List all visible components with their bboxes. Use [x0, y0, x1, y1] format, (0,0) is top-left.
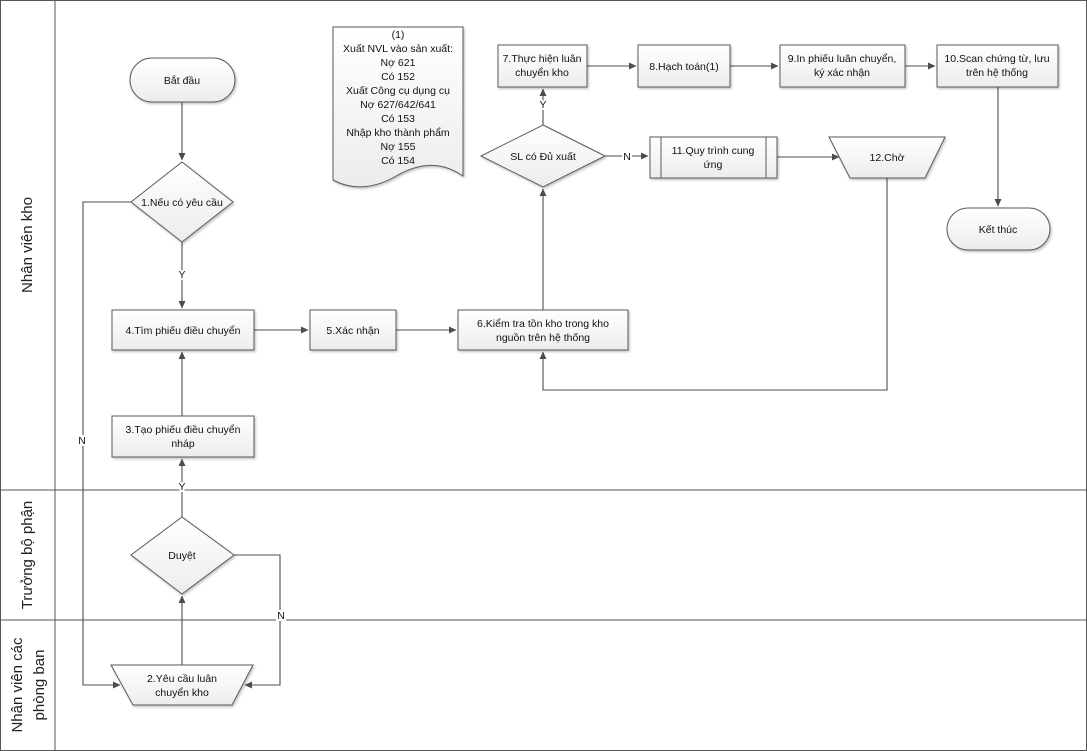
- step9-label-line1: 9.In phiếu luân chuyển,: [788, 53, 897, 65]
- note-line: Xuất NVL vào sản xuất:: [343, 43, 453, 55]
- step8-process: 8.Hạch toán(1): [637, 44, 731, 88]
- stock-check-decision: SL có Đủ xuất: [479, 124, 607, 188]
- step10-label-line1: 10.Scan chứng từ, lưu: [944, 53, 1049, 65]
- approve-label: Duyệt: [168, 550, 196, 562]
- step5-process: 5.Xác nhận: [309, 309, 397, 351]
- step12-manual-operation: 12.Chờ: [828, 136, 946, 179]
- check-label: SL có Đủ xuất: [510, 151, 576, 163]
- step2-manual-operation: 2.Yêu cầu luân chuyển kho: [110, 664, 254, 706]
- edge-step1-to-step2: [82, 201, 131, 689]
- edge-approve-to-step2: [234, 554, 281, 689]
- step10-process: 10.Scan chứng từ, lưu trên hệ thống: [936, 44, 1059, 88]
- end-shape: [946, 207, 1051, 251]
- step6-process: 6.Kiểm tra tồn kho trong kho nguồn trên …: [457, 309, 629, 351]
- start-label: Bắt đầu: [164, 74, 200, 87]
- step4-label: 4.Tìm phiếu điều chuyển: [126, 325, 241, 337]
- step4-process: 4.Tìm phiếu điều chuyển: [111, 309, 255, 351]
- note-line: Nợ 621: [381, 57, 416, 69]
- step3-shape: [111, 415, 255, 458]
- step9-shape: [779, 44, 906, 88]
- edge-label-check-yes: Y: [539, 99, 546, 111]
- lane-label-manager: Trưởng bộ phận: [19, 501, 36, 610]
- step7-label-line2: chuyển kho: [515, 67, 569, 79]
- step6-label-line1: 6.Kiểm tra tồn kho trong kho: [477, 318, 609, 330]
- step11-shape: [649, 136, 778, 179]
- edge-label-step1-no: N: [78, 435, 86, 447]
- step8-shape: [637, 44, 731, 88]
- note-line: Nợ 627/642/641: [360, 99, 436, 111]
- step11-predefined-process: 11.Quy trình cung ứng: [649, 136, 778, 179]
- step9-process: 9.In phiếu luân chuyển, ký xác nhận: [779, 44, 906, 88]
- step1-shape: [130, 161, 234, 243]
- step4-shape: [111, 309, 255, 351]
- step6-shape: [457, 309, 629, 351]
- lane-label-departments-line2: phòng ban: [31, 650, 48, 721]
- end-terminal: Kết thúc: [946, 207, 1051, 251]
- step1-label: 1.Nếu có yêu cầu: [141, 197, 223, 209]
- step10-label-line2: trên hệ thống: [966, 67, 1028, 79]
- step10-shape: [936, 44, 1059, 88]
- note-line: Có 152: [381, 71, 415, 83]
- step7-label-line1: 7.Thực hiện luân: [503, 53, 582, 65]
- approve-shape: [130, 516, 235, 595]
- edge-step12-to-step6: [539, 178, 888, 391]
- step3-process: 3.Tạo phiếu điều chuyển nháp: [111, 415, 255, 458]
- step3-label-line1: 3.Tạo phiếu điều chuyển: [125, 424, 240, 436]
- step7-shape: [497, 44, 588, 88]
- edge-label-approve-no: N: [277, 610, 285, 622]
- note-line: Nhập kho thành phẩm: [346, 127, 450, 139]
- step2-label-line2: chuyển kho: [155, 687, 209, 699]
- step6-label-line2: nguồn trên hệ thống: [496, 332, 590, 344]
- note-line: Có 153: [381, 113, 415, 125]
- step1-decision: 1.Nếu có yêu cầu: [130, 161, 234, 243]
- edge-label-approve-yes: Y: [178, 481, 185, 493]
- note-line: Có 154: [381, 155, 415, 167]
- step2-label-line1: 2.Yêu cầu luân: [147, 673, 217, 685]
- step9-label-line2: ký xác nhận: [814, 67, 870, 79]
- note-line: Xuất Công cụ dụng cụ: [346, 85, 450, 97]
- start-shape: [129, 57, 236, 103]
- step3-label-line2: nháp: [171, 438, 195, 450]
- edge-label-check-no: N: [623, 151, 631, 163]
- step12-label: 12.Chờ: [870, 152, 905, 164]
- start-terminal: Bắt đầu: [129, 57, 236, 103]
- accounting-note-document: (1) Xuất NVL vào sản xuất: Nợ 621 Có 152…: [332, 26, 464, 188]
- note-shape: [332, 26, 464, 188]
- approve-decision: Duyệt: [130, 516, 235, 595]
- step2-shape: [110, 664, 254, 706]
- lane-label-warehouse: Nhân viên kho: [19, 197, 36, 293]
- end-label: Kết thúc: [979, 224, 1018, 236]
- step8-label: 8.Hạch toán(1): [649, 61, 718, 73]
- edge-label-step1-yes: Y: [178, 269, 185, 281]
- step12-shape: [828, 136, 946, 179]
- step5-shape: [309, 309, 397, 351]
- step7-process: 7.Thực hiện luân chuyển kho: [497, 44, 588, 88]
- check-shape: [479, 124, 607, 188]
- step11-label-line2: ứng: [704, 159, 723, 171]
- note-line: Nợ 155: [381, 141, 416, 153]
- lane-label-departments-line1: Nhân viên các: [9, 637, 26, 733]
- step11-label-line1: 11.Quy trình cung: [672, 145, 755, 157]
- step5-label: 5.Xác nhận: [326, 325, 379, 337]
- note-line: (1): [392, 29, 405, 41]
